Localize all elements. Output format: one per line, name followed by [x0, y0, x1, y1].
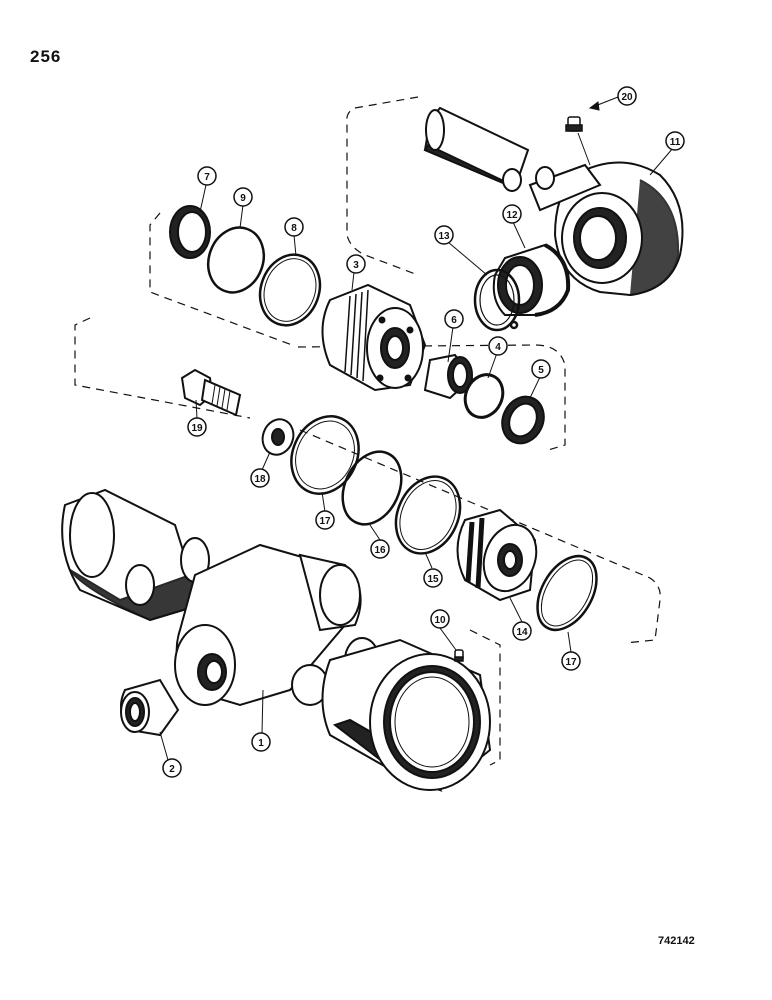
part-rod-eye	[528, 161, 684, 297]
part-bushing-6	[423, 353, 474, 400]
group-outline-rod-end	[346, 96, 419, 276]
part-bushing-2	[120, 678, 180, 737]
part-cylinder-barrel-1	[61, 488, 492, 793]
part-grease-fitting	[565, 116, 583, 132]
callout-20: 20	[617, 86, 637, 106]
callout-label: 12	[506, 210, 518, 221]
callout-11: 11	[665, 131, 685, 151]
part-oring-9	[206, 226, 266, 294]
callout-label: 15	[427, 574, 439, 585]
part-seal-5	[501, 395, 545, 445]
callout-label: 1	[258, 738, 264, 749]
part-ring-16	[341, 450, 403, 526]
part-ring-4	[463, 373, 505, 419]
part-seal-12	[492, 243, 571, 317]
group-outline-piston	[74, 317, 661, 644]
part-ring-15	[394, 475, 462, 555]
callout-17-upper: 17	[315, 510, 335, 530]
callout-label: 14	[516, 627, 528, 638]
callout-label: 18	[254, 474, 266, 485]
callout-16: 16	[370, 539, 390, 559]
callout-label: 19	[191, 423, 203, 434]
callout-label: 7	[204, 172, 210, 183]
callout-2: 2	[162, 758, 182, 778]
callout-label: 9	[240, 193, 246, 204]
page-number: 256	[30, 47, 62, 66]
callout-5: 5	[531, 359, 551, 379]
part-washer-18	[261, 418, 295, 456]
callout-18: 18	[250, 468, 270, 488]
callout-label: 16	[374, 545, 386, 556]
callout-14: 14	[512, 621, 532, 641]
callout-label: 17	[319, 516, 331, 527]
callout-9: 9	[233, 187, 253, 207]
group-outline-gland	[149, 212, 566, 451]
callout-19: 19	[187, 417, 207, 437]
callout-label: 10	[434, 615, 446, 626]
part-wear-ring-17-upper	[290, 415, 360, 495]
callout-17-lower: 17	[561, 651, 581, 671]
leader-lines	[159, 96, 674, 761]
callout-label: 2	[169, 764, 175, 775]
callout-13: 13	[434, 225, 454, 245]
part-bolt-19	[180, 368, 242, 417]
callout-15: 15	[423, 568, 443, 588]
callout-4: 4	[488, 336, 508, 356]
callout-7: 7	[197, 166, 217, 186]
callout-label: 5	[538, 365, 544, 376]
callout-label: 4	[495, 342, 501, 353]
part-wear-ring-17-lower	[536, 554, 598, 632]
callout-3: 3	[346, 254, 366, 274]
group-outline-barrel	[469, 629, 501, 766]
part-gland-3	[321, 283, 427, 392]
callout-label: 11	[670, 137, 681, 148]
part-set-screw-10	[454, 649, 464, 662]
part-pin-tube	[423, 106, 530, 192]
callout-label: 6	[451, 315, 457, 326]
callout-6: 6	[444, 309, 464, 329]
callout-label: 20	[621, 92, 633, 103]
part-piston-14	[456, 508, 538, 602]
callout-label: 3	[353, 260, 359, 271]
part-backup-ring-8	[258, 253, 322, 327]
callout-label: 8	[291, 223, 297, 234]
callout-12: 12	[502, 204, 522, 224]
part-seal-7	[169, 205, 211, 259]
drawing-id: 742142	[658, 935, 695, 947]
callout-label: 17	[565, 657, 577, 668]
callout-10: 10	[430, 609, 450, 629]
callout-8: 8	[284, 217, 304, 237]
callout-1: 1	[251, 732, 271, 752]
part-snap-ring	[473, 268, 521, 332]
callout-label: 13	[438, 231, 450, 242]
